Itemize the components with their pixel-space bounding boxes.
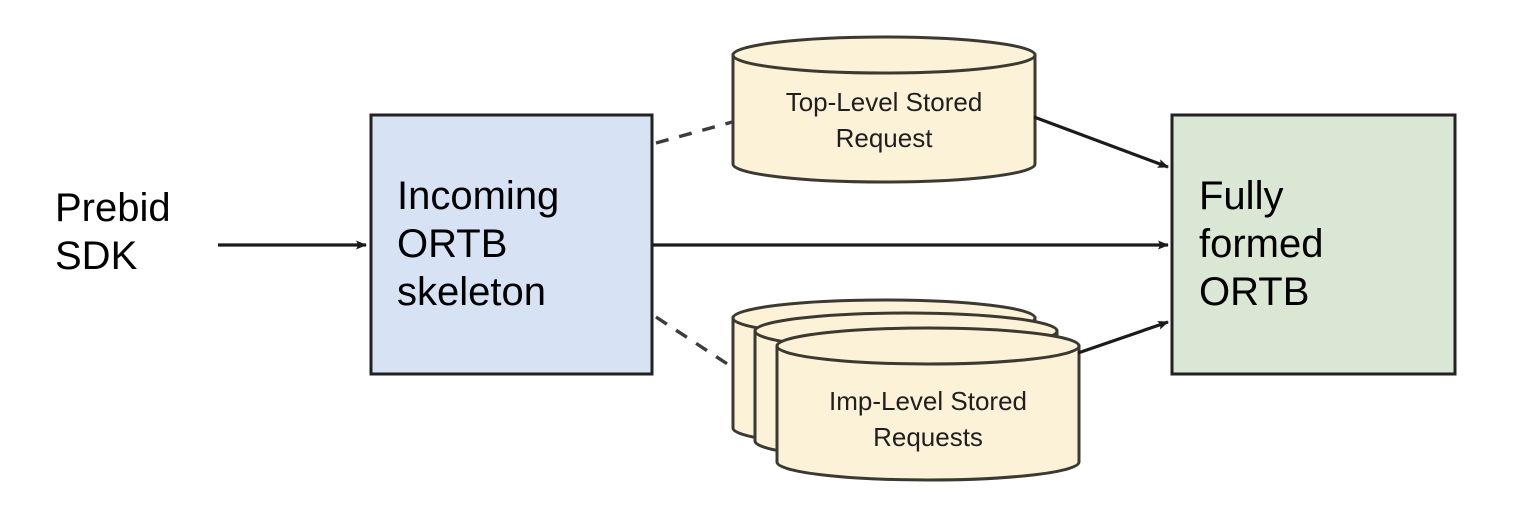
top-level-stored-request-cylinder[interactable]: Top-Level Stored Request (731, 35, 1037, 184)
edge-top-stored-to-output (1033, 115, 1169, 169)
top-stored-cylinder-top (731, 35, 1037, 75)
prebid-sdk-line-2: SDK (55, 234, 138, 278)
imp-stored-cylinder-front-body[interactable] (775, 344, 1081, 482)
fully-formed-ortb-line-2: formed (1199, 222, 1324, 266)
incoming-ortb-line-2: ORTB (397, 222, 507, 266)
incoming-ortb-skeleton-rect[interactable] (369, 113, 654, 376)
edge-incoming-to-top-stored-line (655, 119, 737, 145)
top-stored-label-line-2: Request (836, 123, 934, 153)
fully-formed-ortb-line-1: Fully (1199, 174, 1283, 218)
edge-imp-stored-to-output (1077, 320, 1169, 355)
imp-stored-cylinder-front-top (775, 326, 1081, 366)
incoming-ortb-skeleton-box[interactable]: Incoming ORTB skeleton (369, 113, 654, 376)
edge-incoming-to-imp-stored (655, 315, 736, 371)
edge-incoming-to-top-stored (655, 119, 737, 145)
top-stored-cylinder-body[interactable] (731, 53, 1037, 184)
fully-formed-ortb-box[interactable]: Fully formed ORTB (1170, 113, 1457, 376)
incoming-ortb-line-1: Incoming (397, 174, 559, 218)
edge-imp-stored-to-output-line (1077, 320, 1169, 355)
imp-stored-label-line-1: Imp-Level Stored (829, 386, 1027, 416)
fully-formed-ortb-rect[interactable] (1170, 113, 1457, 376)
imp-level-stored-requests-cylinder-stack[interactable]: Imp-Level Stored Requests (731, 298, 1081, 482)
fully-formed-ortb-line-3: ORTB (1199, 270, 1309, 314)
prebid-sdk-label: Prebid SDK (55, 186, 171, 278)
prebid-sdk-line-1: Prebid (55, 186, 171, 230)
top-stored-label-line-1: Top-Level Stored (786, 87, 983, 117)
incoming-ortb-line-3: skeleton (397, 270, 546, 314)
edge-top-stored-to-output-line (1033, 115, 1169, 169)
edge-incoming-to-imp-stored-line (655, 315, 736, 371)
imp-stored-label-line-2: Requests (873, 422, 983, 452)
